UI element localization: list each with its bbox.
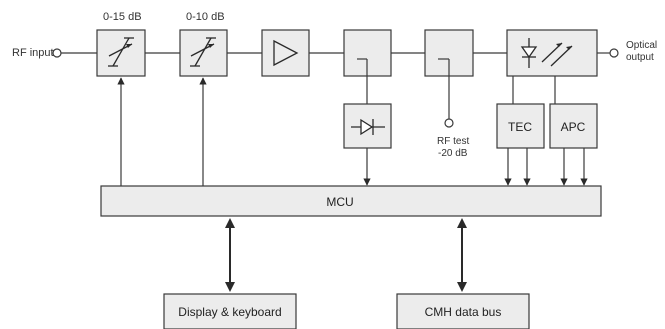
laser-diode-icon xyxy=(520,38,573,68)
mcu-label: MCU xyxy=(326,195,353,209)
display-keyboard-block: Display & keyboard xyxy=(163,293,297,329)
tec-block: TEC xyxy=(496,103,545,186)
variable-attenuator-icon xyxy=(108,37,134,67)
coupler-1 xyxy=(343,29,392,104)
amplifier-triangle-icon xyxy=(273,39,299,67)
apc-label: APC xyxy=(561,120,586,134)
detector-block xyxy=(343,103,392,186)
attenuator-1: 0-15 dB xyxy=(96,11,146,77)
rf-input-label: RF input xyxy=(12,47,54,59)
cmh-data-bus-block: CMH data bus xyxy=(396,293,530,329)
attenuator-1-range: 0-15 dB xyxy=(103,11,142,23)
rf-input-connector-icon xyxy=(52,48,62,58)
optical-output-label: Optical xyxy=(626,40,657,51)
rf-test-connector-icon xyxy=(444,118,454,128)
mcu-block: MCU xyxy=(100,185,602,217)
display-keyboard-label: Display & keyboard xyxy=(178,305,281,319)
attenuator-2-range: 0-10 dB xyxy=(186,11,225,23)
rf-input: RF input xyxy=(12,47,62,59)
tec-label: TEC xyxy=(508,120,532,134)
optical-output-connector-icon xyxy=(609,48,619,58)
diode-detector-icon xyxy=(351,118,385,136)
optical-output-label-2: output xyxy=(626,52,654,63)
coupler-2: RF test -20 dB xyxy=(424,29,474,159)
amplifier-block xyxy=(261,29,310,77)
laser-module xyxy=(506,29,598,104)
mcu-control-lines xyxy=(117,77,207,186)
variable-attenuator-icon xyxy=(190,37,216,67)
bidirectional-links xyxy=(225,218,467,292)
rf-test-level: -20 dB xyxy=(438,148,468,159)
attenuator-2: 0-10 dB xyxy=(179,11,228,77)
cmh-data-bus-label: CMH data bus xyxy=(425,305,502,319)
optical-output: Optical output xyxy=(609,40,657,63)
apc-block: APC xyxy=(549,103,598,186)
rf-test-label: RF test xyxy=(437,136,469,147)
